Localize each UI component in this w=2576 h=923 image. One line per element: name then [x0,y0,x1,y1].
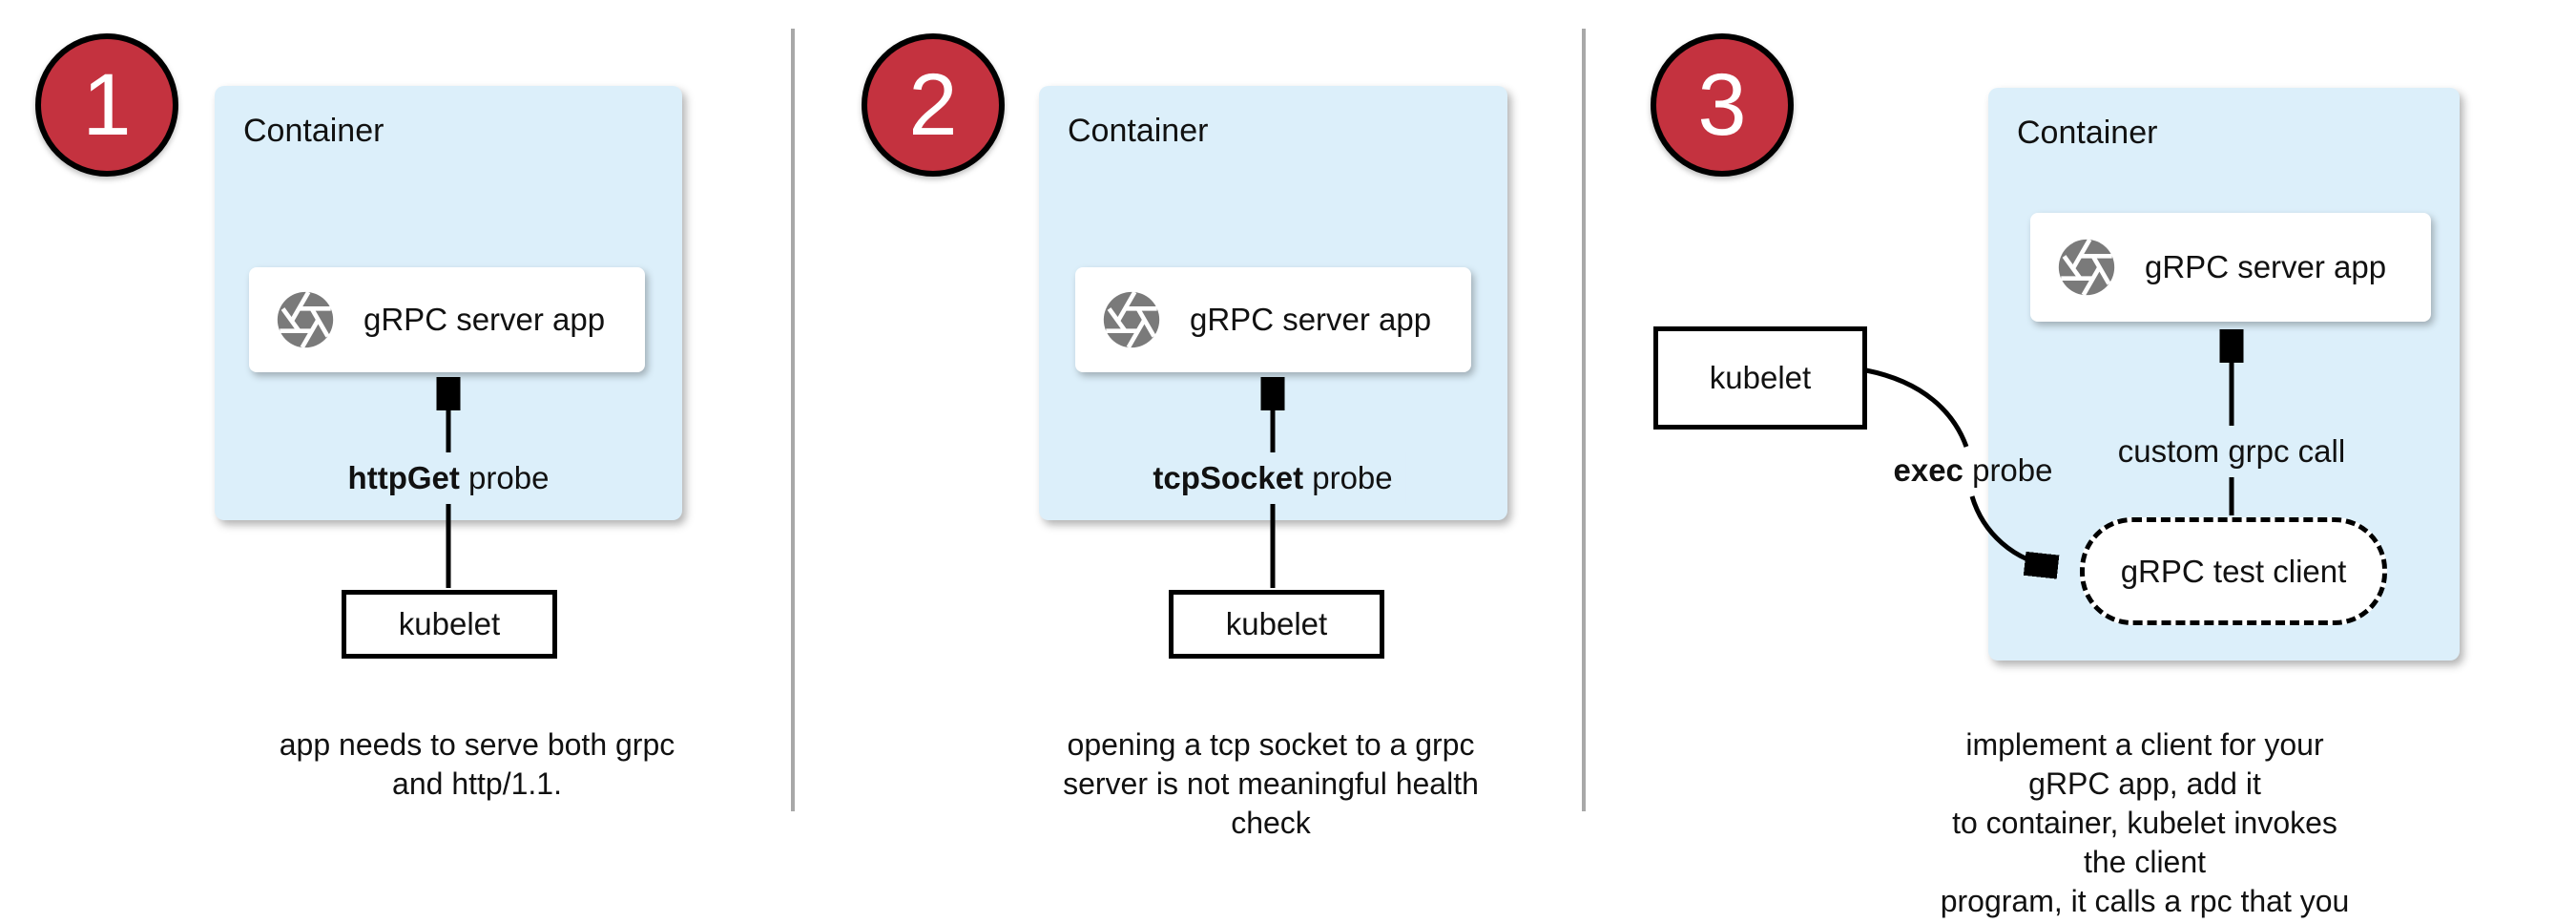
kubelet-box-2: kubelet [1169,590,1384,659]
grpc-test-client-box: gRPC test client [2080,517,2387,625]
probe-word: probe [1963,452,2053,488]
step-badge-3: 3 [1651,33,1794,177]
grpc-server-app-card-2: gRPC server app [1075,267,1471,372]
httpget-probe-label: httpGet probe [334,452,563,504]
probe-word: probe [1303,460,1393,495]
step-badge-2: 2 [862,33,1005,177]
grpc-server-app-label: gRPC server app [2145,249,2387,284]
grpc-server-app-card-3: gRPC server app [2030,213,2431,322]
kubelet-box-1: kubelet [342,590,557,659]
kubelet-label: kubelet [398,606,501,641]
aperture-icon [2058,238,2115,297]
exec-probe-label: exec probe [1894,452,2053,489]
probe-word: probe [459,460,550,495]
grpc-test-client-label: gRPC test client [2120,553,2347,589]
aperture-icon [1103,290,1160,349]
exec-probe-curve-upper [1865,367,1969,448]
probe-type: httpGet [347,460,460,495]
tcpsocket-probe-label: tcpSocket probe [1139,452,1406,504]
panel-divider [791,29,795,811]
step-number: 3 [1697,56,1747,154]
panel-caption-1: app needs to serve both grpc and http/1.… [279,727,675,801]
step-badge-1: 1 [35,33,178,177]
panel-caption-3: implement a client for your gRPC app, ad… [1940,727,2350,918]
probe-type: exec [1893,452,1963,488]
kubelet-box-3: kubelet [1653,326,1867,430]
kubelet-label: kubelet [1709,360,1812,395]
panel-divider [1582,29,1586,811]
container-label: Container [1068,113,1209,149]
panel-caption-2: opening a tcp socket to a grpc server is… [1063,727,1479,840]
probe-type: tcpSocket [1153,460,1304,495]
custom-grpc-call-label: custom grpc call [2104,426,2359,477]
grpc-server-app-label: gRPC server app [1190,302,1432,337]
kubelet-label: kubelet [1225,606,1328,641]
container-label: Container [2017,115,2158,151]
step-number: 2 [908,56,958,154]
aperture-icon [277,290,334,349]
grpc-server-app-card-1: gRPC server app [249,267,645,372]
step-number: 1 [82,56,132,154]
container-label: Container [243,113,384,149]
grpc-server-app-label: gRPC server app [364,302,606,337]
